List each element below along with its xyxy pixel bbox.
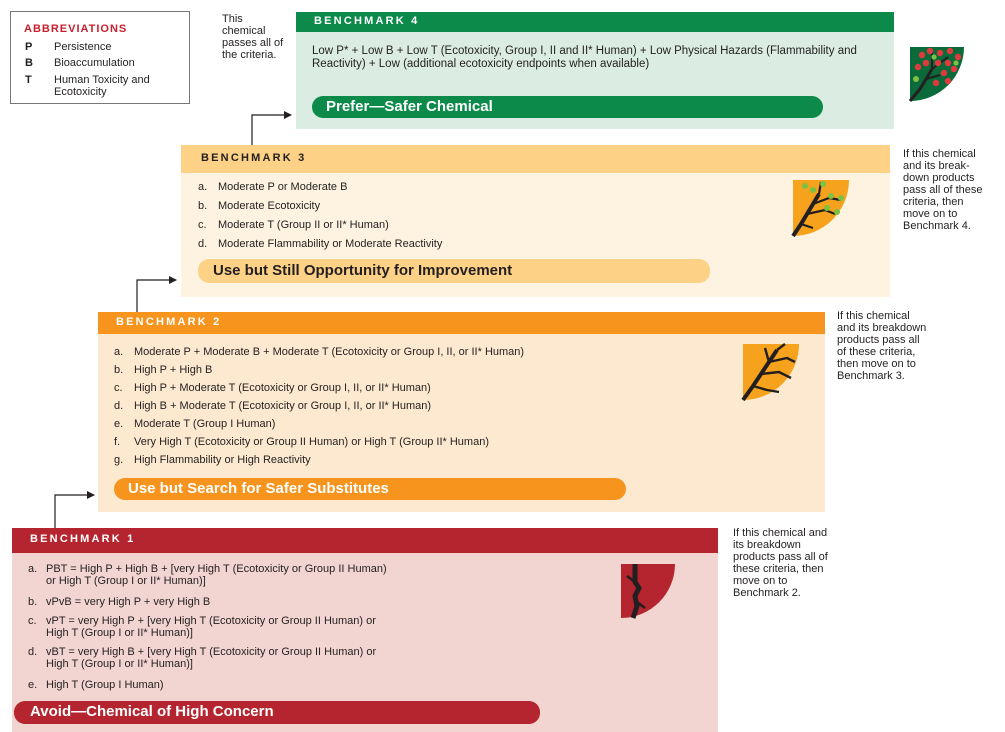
benchmark-2-criterion: g. High Flammability or High Reactivity	[114, 454, 674, 467]
note-benchmark-2: If this chemical and its breakdown produ…	[837, 310, 927, 382]
criterion-text-line: High T (Group I Human)	[46, 679, 164, 691]
benchmark-3-criterion: c. Moderate T (Group II or II* Human)	[198, 219, 598, 232]
criterion-letter: a.	[114, 346, 124, 358]
benchmark-2-criterion: f. Very High T (Ecotoxicity or Group II …	[114, 436, 674, 449]
benchmark-1-criterion: e. High T (Group I Human)	[28, 679, 548, 692]
criterion-letter: b.	[114, 364, 124, 376]
criterion-text: Moderate T (Group II or II* Human)	[218, 219, 389, 231]
benchmark-3-criterion: a. Moderate P or Moderate B	[198, 181, 598, 194]
criterion-letter: d.	[114, 400, 124, 412]
benchmark-1-criterion: b. vPvB = very High P + very High B	[28, 596, 548, 609]
legend-key: T	[25, 74, 32, 86]
criterion-text-line: vPT = very High P + [very High T (Ecotox…	[46, 615, 376, 627]
criterion-letter: e.	[28, 679, 38, 691]
criterion-text-line: vBT = very High B + [very High T (Ecotox…	[46, 646, 377, 658]
criterion-text-line: High T (Group I or II* Human)]	[46, 658, 193, 670]
criterion-text-line: or High T (Group I or II* Human)]	[46, 575, 206, 587]
criterion-text-line: High T (Group I or II* Human)]	[46, 627, 193, 639]
tree-quarter-green-fruit-icon	[908, 47, 964, 102]
benchmark-3-panel: BENCHMARK 3 a. Moderate P or Moderate B …	[181, 145, 890, 297]
benchmark-4-panel: BENCHMARK 4 Low P* + Low B + Low T (Ecot…	[296, 12, 964, 129]
criterion-text: Moderate P or Moderate B	[218, 181, 348, 193]
criterion-text-line: PBT = High P + High B + [very High T (Ec…	[46, 563, 387, 575]
benchmark-2-criterion: a. Moderate P + Moderate B + Moderate T …	[114, 346, 674, 359]
note-passes-all: This chemical passes all of the criteria…	[222, 13, 284, 61]
benchmark-2-panel: BENCHMARK 2 a. Moderate P + Moderate B +…	[98, 312, 825, 512]
connector-arrow-2-3	[136, 276, 177, 312]
criterion-text: Moderate Ecotoxicity	[218, 200, 321, 212]
criterion-letter: e.	[114, 418, 124, 430]
benchmark-3-criterion: b. Moderate Ecotoxicity	[198, 200, 598, 213]
benchmark-1-action-label: Avoid—Chemical of High Concern	[14, 701, 540, 724]
tree-quarter-bare-orange-icon	[741, 343, 799, 402]
criterion-letter: g.	[114, 454, 124, 466]
criterion-letter: b.	[28, 596, 38, 608]
legend-value: Bioaccumulation	[54, 57, 135, 69]
benchmark-4-criteria: Low P* + Low B + Low T (Ecotoxicity, Gro…	[312, 45, 857, 70]
legend-key: P	[25, 41, 33, 53]
criterion-letter: c.	[28, 615, 37, 627]
criterion-text-line: vPvB = very High P + very High B	[46, 596, 211, 608]
abbreviations-legend: ABBREVIATIONS P Persistence B Bioaccumul…	[10, 11, 190, 104]
legend-value: Persistence	[54, 41, 112, 53]
criterion-text: High P + Moderate T (Ecotoxicity or Grou…	[134, 382, 431, 394]
connector-arrow-3-4	[251, 111, 292, 146]
criterion-text: High P + High B	[134, 364, 213, 376]
criterion-letter: d.	[198, 238, 208, 250]
benchmark-2-title: BENCHMARK 2	[98, 312, 825, 334]
criterion-letter: a.	[28, 563, 38, 575]
criterion-letter: f.	[114, 436, 121, 448]
criterion-letter: d.	[28, 646, 38, 658]
criterion-text: High B + Moderate T (Ecotoxicity or Grou…	[134, 400, 432, 412]
tree-quarter-sprouting-icon	[791, 180, 849, 238]
benchmark-1-criterion: c. vPT = very High P + [very High T (Eco…	[28, 615, 548, 641]
legend-value: Human Toxicity and Ecotoxicity	[54, 74, 150, 98]
benchmark-2-action-label: Use but Search for Safer Substitutes	[114, 478, 626, 500]
criterion-text: Very High T (Ecotoxicity or Group II Hum…	[134, 436, 489, 448]
note-benchmark-3: If this chemical and its break-down prod…	[903, 148, 983, 232]
benchmark-2-criterion: d. High B + Moderate T (Ecotoxicity or G…	[114, 400, 674, 413]
note-benchmark-1: If this chemical and its breakdown produ…	[733, 527, 828, 599]
criterion-letter: c.	[114, 382, 123, 394]
benchmark-1-criterion: d. vBT = very High B + [very High T (Eco…	[28, 646, 548, 672]
benchmark-4-action-label: Prefer—Safer Chemical	[312, 96, 823, 118]
benchmark-1-panel: BENCHMARK 1 a. PBT = High P + High B + […	[12, 528, 718, 732]
criterion-text: Moderate T (Group I Human)	[134, 418, 276, 430]
criterion-letter: a.	[198, 181, 208, 193]
benchmark-3-criterion: d. Moderate Flammability or Moderate Rea…	[198, 238, 598, 251]
criterion-text: High Flammability or High Reactivity	[134, 454, 311, 466]
legend-key: B	[25, 57, 33, 69]
benchmark-1-title: BENCHMARK 1	[12, 528, 718, 553]
legend-title: ABBREVIATIONS	[24, 23, 128, 35]
benchmark-4-title: BENCHMARK 4	[296, 12, 894, 32]
benchmark-3-action-label: Use but Still Opportunity for Improvemen…	[198, 259, 710, 283]
criterion-text: Moderate P + Moderate B + Moderate T (Ec…	[134, 346, 525, 358]
benchmark-2-criterion: e. Moderate T (Group I Human)	[114, 418, 674, 431]
criterion-text: Moderate Flammability or Moderate Reacti…	[218, 238, 443, 250]
criterion-letter: c.	[198, 219, 207, 231]
connector-arrow-1-2	[54, 491, 95, 528]
criterion-letter: b.	[198, 200, 208, 212]
tree-stump-red-icon	[621, 564, 675, 619]
benchmark-3-title: BENCHMARK 3	[181, 145, 890, 173]
benchmark-2-criterion: b. High P + High B	[114, 364, 674, 377]
benchmark-2-criterion: c. High P + Moderate T (Ecotoxicity or G…	[114, 382, 674, 395]
benchmark-1-criterion: a. PBT = High P + High B + [very High T …	[28, 563, 548, 589]
